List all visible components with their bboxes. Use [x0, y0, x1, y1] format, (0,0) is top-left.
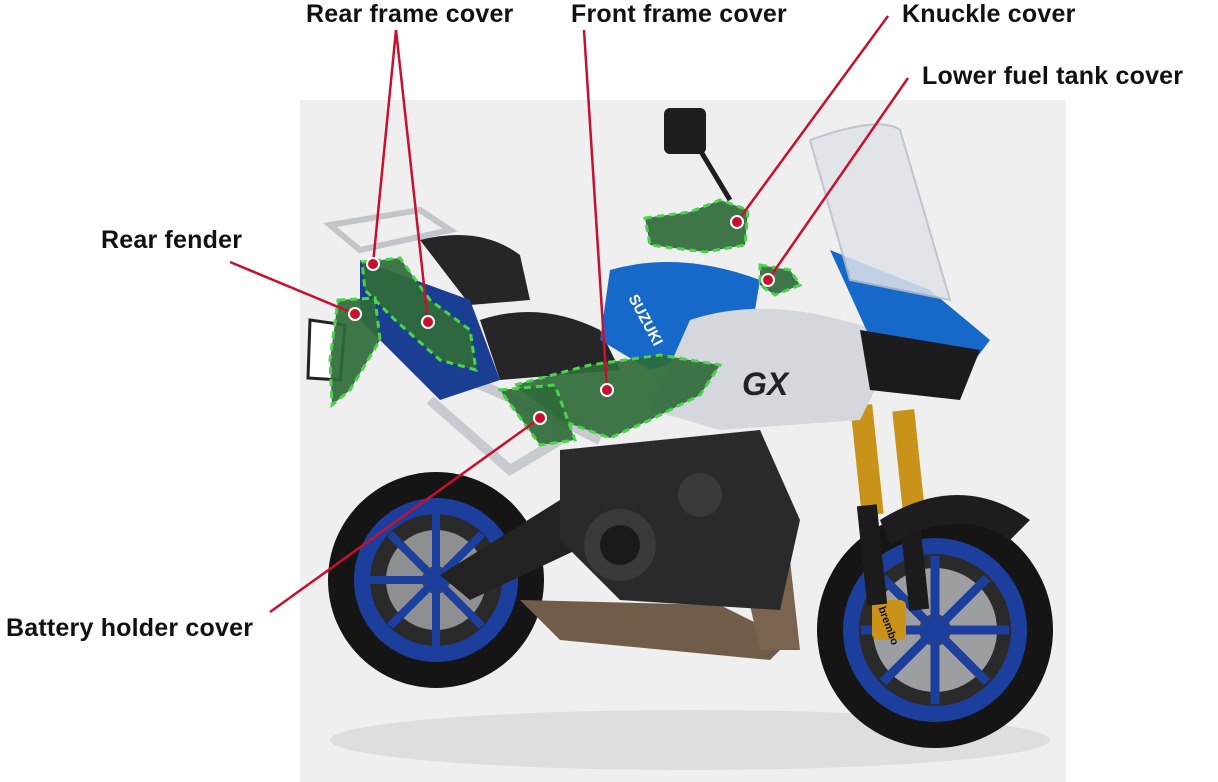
rider-seat — [480, 312, 620, 380]
label-rear-fender: Rear fender — [101, 226, 243, 254]
front-wheel: brembo — [817, 512, 1053, 748]
leader-front-frame — [582, 29, 609, 391]
luggage-rack — [323, 206, 458, 254]
label-rear-frame-cover: Rear frame cover — [306, 0, 514, 28]
label-knuckle-cover: Knuckle cover — [902, 0, 1076, 28]
label-lower-fuel-tank-cover: Lower fuel tank cover — [922, 62, 1184, 90]
endpoint-rear-fender — [348, 307, 362, 321]
leader-lines — [229, 15, 910, 614]
endpoint-front-frame — [600, 383, 614, 397]
windscreen — [808, 123, 952, 302]
exhaust — [520, 600, 790, 660]
leader-lower-fuel — [766, 77, 910, 281]
highlight-rear-fender — [328, 296, 382, 409]
endpoint-battery — [533, 411, 547, 425]
rear-wheel — [328, 472, 544, 688]
highlight-knuckle-cover — [643, 198, 750, 254]
endpoint-knuckle — [730, 215, 744, 229]
mirror — [664, 108, 733, 202]
endpoint-rear-frame-b — [421, 315, 435, 329]
label-battery-holder-cover: Battery holder cover — [6, 614, 254, 642]
leader-rear-fender — [229, 260, 356, 316]
rear-seat — [420, 235, 530, 305]
leader-knuckle — [735, 15, 890, 223]
leader-endpoints — [348, 215, 775, 425]
leader-rear-frame-a — [371, 29, 398, 265]
leader-battery — [269, 416, 541, 614]
engine — [560, 430, 800, 610]
headlight-cowl — [860, 330, 980, 400]
label-front-frame-cover: Front frame cover — [571, 0, 787, 28]
model-badge-text: GX — [742, 366, 790, 402]
silver-fairing — [650, 308, 900, 430]
endpoint-rear-frame-a — [366, 257, 380, 271]
leader-rear-frame-b — [394, 29, 430, 323]
endpoint-lower-fuel — [761, 273, 775, 287]
highlight-lower-fuel-tank-cover — [758, 263, 803, 297]
front-fender — [880, 495, 1030, 545]
